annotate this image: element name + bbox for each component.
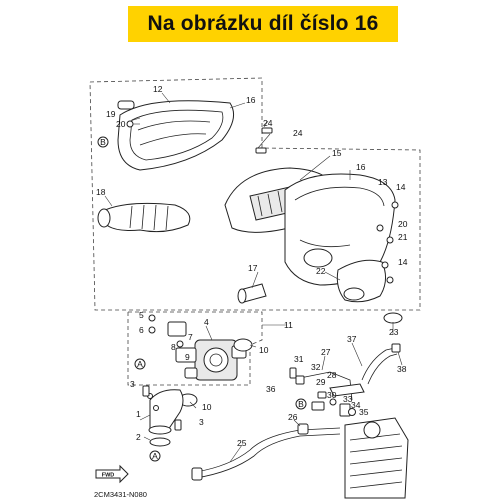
air-box-case — [284, 173, 396, 286]
part-label: 13 — [378, 177, 388, 187]
coolant-hose-long — [191, 427, 341, 481]
part-label: 8 — [171, 342, 176, 352]
part-label: 34 — [351, 400, 361, 410]
banner-text: Na obrázku díl číslo 16 — [147, 12, 379, 35]
part-label: 4 — [204, 317, 209, 327]
fwd-text: FWD — [102, 473, 115, 479]
part-label: 36 — [266, 384, 276, 394]
part-label: 10 — [259, 345, 269, 355]
part-label: 15 — [332, 148, 342, 158]
part-label: 20 — [398, 219, 408, 229]
part-label: 28 — [327, 370, 337, 380]
part-label: 29 — [316, 377, 326, 387]
hose-clamp — [297, 423, 309, 435]
assembly-outline-upper — [89, 77, 421, 311]
part-label: 5 — [139, 310, 144, 320]
throttle-body — [175, 339, 247, 381]
part-label: 21 — [398, 232, 408, 242]
part-label: 2 — [136, 432, 141, 442]
part-label: 16 — [246, 95, 256, 105]
part-label: 7 — [188, 332, 193, 342]
title-banner: Na obrázku díl číslo 16 — [128, 6, 398, 42]
fwd-arrow-icon: FWD — [95, 464, 129, 484]
part-label: 12 — [153, 84, 163, 94]
part-label: 32 — [311, 362, 321, 372]
part-label: 3 — [130, 379, 135, 389]
part-label: 14 — [398, 257, 408, 267]
ref-b-lower-text: B — [298, 399, 304, 409]
part-label: 11 — [284, 320, 293, 330]
air-box-cover — [117, 100, 235, 171]
part-label: 20 — [116, 119, 126, 129]
part-label: 19 — [106, 109, 116, 119]
clamp-upper — [233, 338, 253, 352]
part-label: 18 — [96, 187, 106, 197]
coolant-pipe-group — [289, 367, 365, 417]
part-label: 33 — [343, 394, 353, 404]
part-label: 6 — [139, 325, 144, 335]
manifold-bolts — [142, 385, 182, 431]
manifold-o-ring — [149, 437, 171, 447]
part-label: 22 — [316, 266, 326, 276]
ref-marker-a-upper: A — [134, 358, 146, 370]
part-label: 9 — [185, 352, 190, 362]
part-label: 30 — [327, 390, 337, 400]
part-label: 24 — [263, 118, 273, 128]
intake-joint — [97, 202, 191, 233]
ref-a-mid-text: A — [137, 359, 143, 369]
fasteners-right — [376, 201, 399, 284]
part-label: 10 — [202, 402, 212, 412]
part-label: 26 — [288, 412, 298, 422]
o-ring — [383, 312, 403, 324]
ref-marker-b-lower: B — [295, 398, 307, 410]
part-label: 25 — [237, 438, 247, 448]
part-label: 24 — [293, 128, 303, 138]
intake-duct — [336, 259, 386, 303]
part-label: 1 — [136, 409, 141, 419]
part-label: 14 — [396, 182, 406, 192]
intake-manifold — [147, 389, 184, 435]
part-label: 31 — [294, 354, 304, 364]
part-labels: 1 2 3 3 4 5 6 7 8 9 10 10 11 12 13 14 14… — [96, 84, 408, 448]
part-label: 37 — [347, 334, 357, 344]
coolant-hose-upper — [361, 343, 401, 385]
part-label: 16 — [356, 162, 366, 172]
ref-b-upper-text: B — [100, 137, 106, 147]
ref-marker-a-lower: A — [149, 450, 161, 462]
part-label: 35 — [359, 407, 369, 417]
drain-hose — [237, 283, 267, 304]
part-label: 27 — [321, 347, 331, 357]
engine-block — [344, 417, 409, 499]
part-label: 23 — [389, 327, 399, 337]
leader-lines — [104, 92, 403, 463]
ref-a-lower-text: A — [152, 451, 158, 461]
screw-parts — [255, 127, 273, 154]
sensor-parts — [148, 314, 187, 348]
part-label: 17 — [248, 263, 258, 273]
part-label: 38 — [397, 364, 407, 374]
breather-hose — [117, 100, 135, 128]
ref-marker-b-upper: B — [97, 136, 109, 148]
diagram-code: 2CM3431-N080 — [94, 490, 147, 499]
part-label: 3 — [199, 417, 204, 427]
